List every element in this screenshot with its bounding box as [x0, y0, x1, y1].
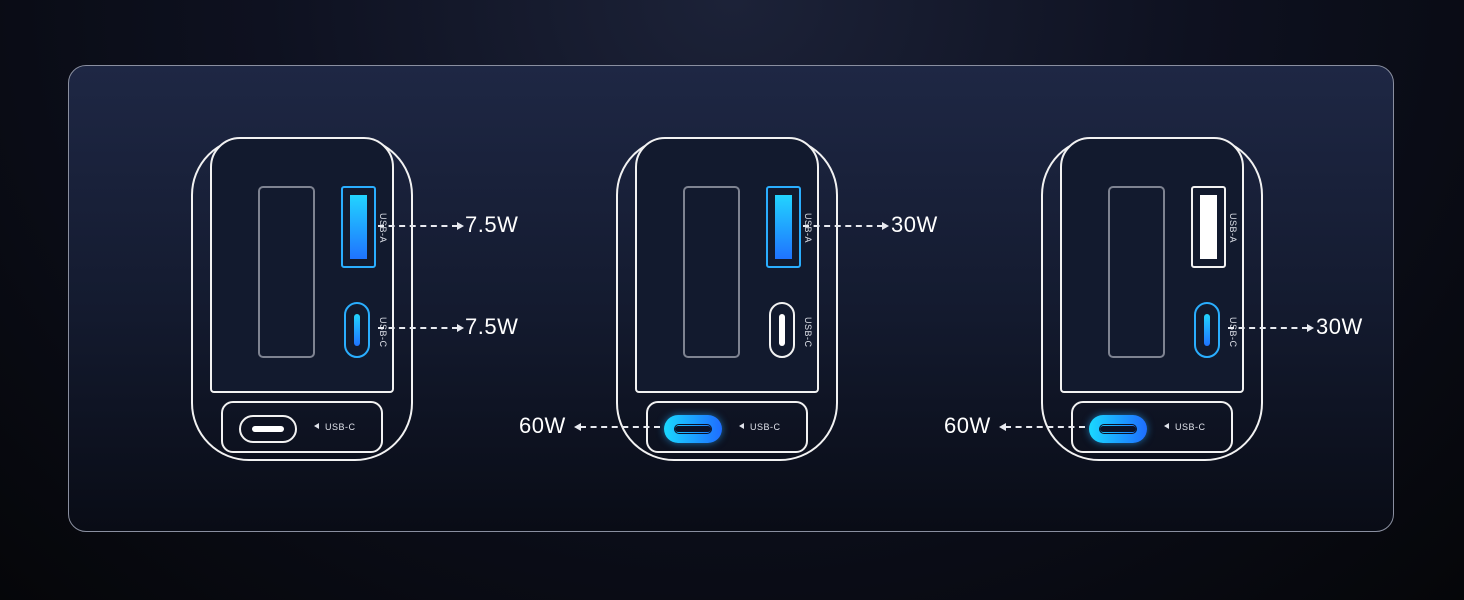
usb-c-output-arrow — [378, 324, 464, 332]
usb-c-port-pin — [779, 314, 785, 346]
indicator-window — [258, 186, 315, 358]
usb-c-label-bottom: USB-C — [1164, 422, 1206, 432]
usb-c-bottom-output-arrow — [574, 423, 660, 431]
usb-c-label-top: USB-C — [378, 317, 388, 348]
usb-a-output-arrow — [378, 222, 464, 230]
usb-c-port-pin — [354, 314, 360, 346]
charger-face: USB-A USB-C — [210, 137, 394, 393]
usb-c-output-label: 7.5W — [465, 314, 519, 339]
usb-a-port — [766, 186, 801, 268]
usb-c-port-pin — [1100, 426, 1136, 432]
usb-c-label-bottom: USB-C — [314, 422, 356, 432]
charger-1: USB-A USB-C USB-C — [191, 137, 416, 464]
usb-c-port-pin — [1204, 314, 1210, 346]
usb-c-port-pin — [252, 426, 284, 432]
usb-c-port-top — [1194, 302, 1220, 358]
usb-c-port-top — [344, 302, 370, 358]
usb-c-label-text: USB-C — [1175, 422, 1206, 432]
usb-a-port-pin — [1200, 195, 1217, 259]
usb-c-port-bottom — [239, 415, 297, 443]
usb-a-port-pin — [350, 195, 367, 259]
usb-a-label: USB-A — [1228, 213, 1238, 244]
usb-c-port-pin — [675, 426, 711, 432]
usb-c-output-label: 30W — [1316, 314, 1363, 339]
charger-3: USB-A USB-C USB-C — [1041, 137, 1266, 464]
usb-c-label-text: USB-C — [750, 422, 781, 432]
usb-c-label-top: USB-C — [1228, 317, 1238, 348]
usb-a-port — [1191, 186, 1226, 268]
usb-c-bottom-output-label: 60W — [944, 413, 991, 438]
pointer-triangle-icon — [314, 423, 319, 429]
usb-c-port-bottom — [664, 415, 722, 443]
usb-a-port — [341, 186, 376, 268]
usb-a-output-label: 7.5W — [465, 212, 519, 237]
charger-face: USB-A USB-C — [635, 137, 819, 393]
bottom-port-panel: USB-C — [646, 401, 808, 453]
usb-c-port-bottom — [1089, 415, 1147, 443]
indicator-window — [1108, 186, 1165, 358]
usb-c-output-arrow — [1228, 324, 1314, 332]
charger-face: USB-A USB-C — [1060, 137, 1244, 393]
usb-a-output-label: 30W — [891, 212, 938, 237]
usb-c-label-top: USB-C — [803, 317, 813, 348]
usb-a-label: USB-A — [378, 213, 388, 244]
indicator-window — [683, 186, 740, 358]
usb-c-bottom-output-arrow — [999, 423, 1085, 431]
usb-c-port-top — [769, 302, 795, 358]
pointer-triangle-icon — [1164, 423, 1169, 429]
pointer-triangle-icon — [739, 423, 744, 429]
charger-2: USB-A USB-C USB-C — [616, 137, 841, 464]
bottom-port-panel: USB-C — [1071, 401, 1233, 453]
usb-c-label-text: USB-C — [325, 422, 356, 432]
usb-a-output-arrow — [803, 222, 889, 230]
usb-a-label: USB-A — [803, 213, 813, 244]
usb-c-bottom-output-label: 60W — [519, 413, 566, 438]
usb-c-label-bottom: USB-C — [739, 422, 781, 432]
bottom-port-panel: USB-C — [221, 401, 383, 453]
usb-a-port-pin — [775, 195, 792, 259]
